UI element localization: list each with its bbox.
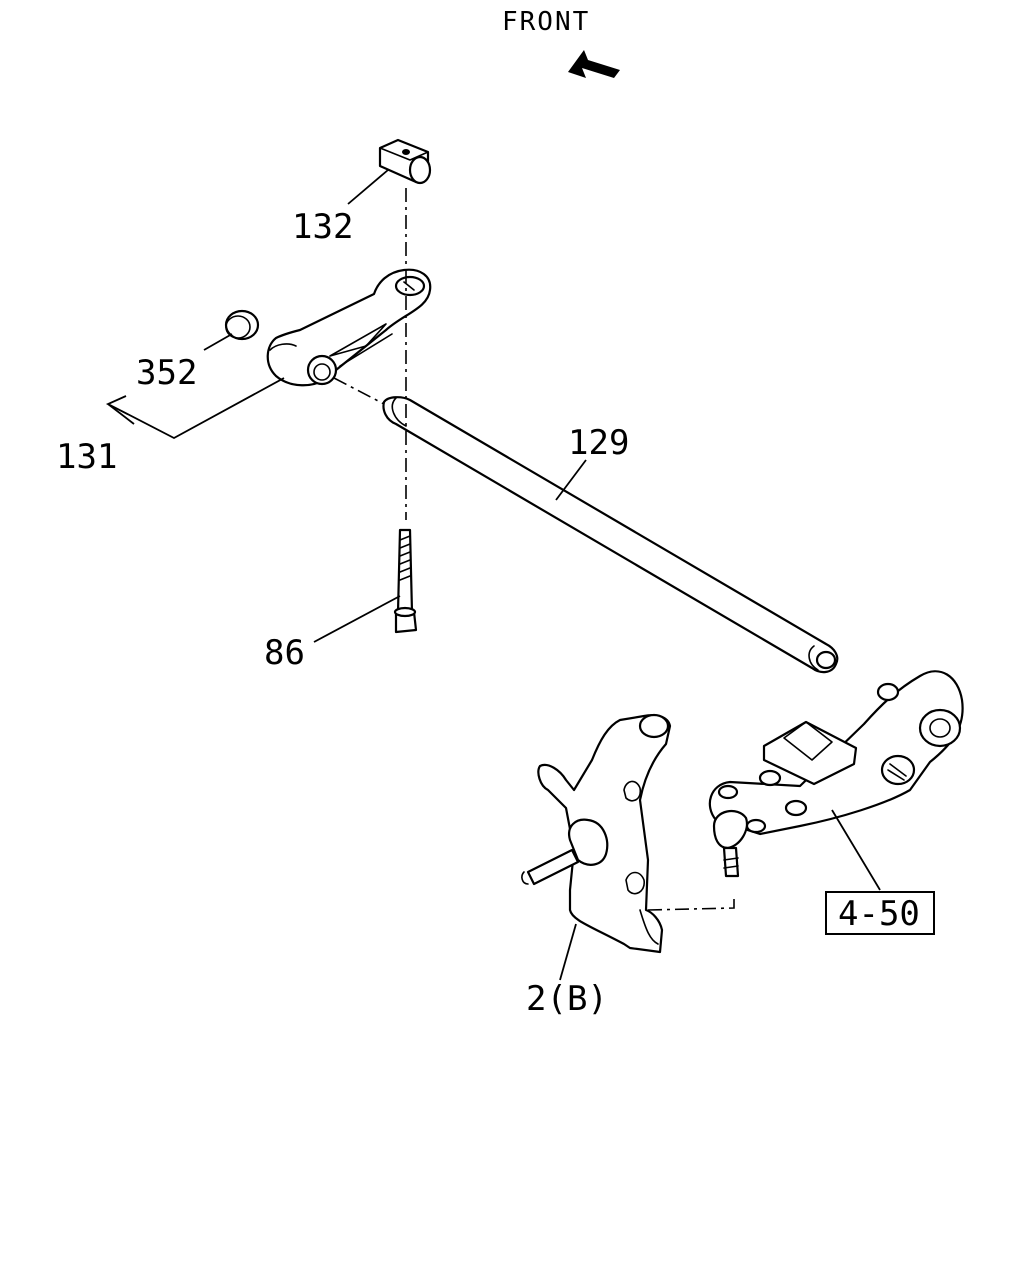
callout-129: 129	[568, 423, 629, 463]
part-2b-knuckle	[521, 713, 672, 954]
part-86-bolt	[393, 528, 418, 634]
front-label: FRONT	[502, 7, 590, 37]
callout-450[interactable]: 4-50	[838, 894, 920, 934]
part-131-idler-arm	[266, 268, 432, 387]
assembly-lines	[333, 188, 735, 911]
front-arrow-icon	[568, 50, 620, 78]
callout-86: 86	[264, 633, 305, 673]
callout-352: 352	[136, 353, 197, 393]
part-132-cap	[378, 138, 432, 185]
leader-lines	[105, 169, 881, 981]
callout-131: 131	[56, 437, 117, 477]
part-129-rod	[382, 396, 839, 674]
part-352-plug	[224, 309, 260, 341]
callout-2b: 2(B)	[526, 979, 608, 1019]
callout-132: 132	[292, 207, 353, 247]
part-450-lower-arm	[708, 670, 964, 878]
reference-box-450[interactable]: 4-50	[825, 891, 935, 935]
